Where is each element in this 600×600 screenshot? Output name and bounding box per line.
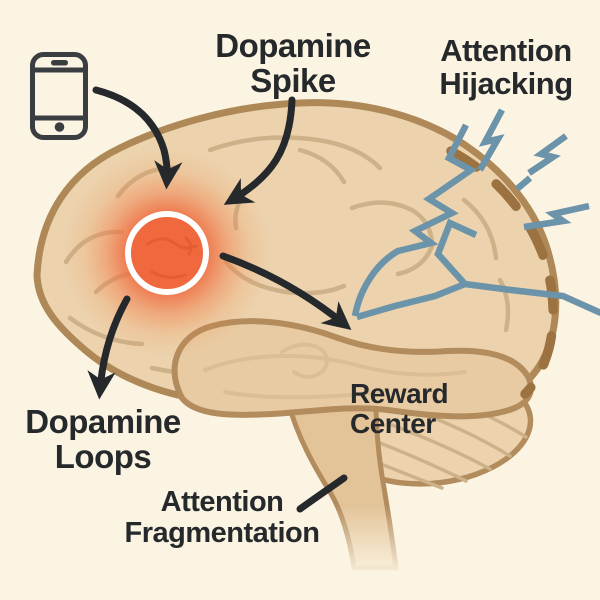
label-line: Attention <box>440 33 572 68</box>
label-attention-fragmentation: Attention Fragmentation <box>124 486 320 550</box>
label-line: Attention <box>160 486 284 518</box>
crack-lower-branch <box>356 280 467 321</box>
arrow-spike-to-hotspot <box>223 96 296 205</box>
cracked-rim-dashes <box>446 146 558 399</box>
arrow-hotspot-to-reward <box>219 252 352 331</box>
smartphone-icon <box>30 52 88 140</box>
bolt-small-1 <box>477 108 505 172</box>
label-reward-center: Reward Center <box>350 378 449 439</box>
dopamine-spike-marker <box>62 148 272 358</box>
label-dopamine-loops: Dopamine Loops <box>25 404 181 475</box>
bolt-small-2 <box>527 133 568 176</box>
arrows <box>87 86 352 513</box>
bolt-small-3 <box>523 202 590 231</box>
hotspot-circle <box>125 211 209 295</box>
hotspot-texture <box>146 236 198 279</box>
lightning-bolt-icon <box>351 108 600 321</box>
fragmentation-leader-line <box>296 474 348 513</box>
label-line: Spike <box>250 62 336 100</box>
label-line: Center <box>350 407 436 439</box>
temporal-lobe-lines <box>203 342 467 400</box>
label-dopamine-spike: Dopamine Spike <box>215 28 371 99</box>
label-line: Dopamine <box>25 403 181 440</box>
label-line: Loops <box>54 438 152 476</box>
label-line: Fragmentation <box>124 517 320 550</box>
label-line: Dopamine <box>215 27 371 64</box>
bolt-tick <box>514 175 533 192</box>
arrow-hotspot-to-loops <box>87 295 131 400</box>
crack-upper <box>351 123 478 317</box>
arrow-phone-to-hotspot <box>92 86 183 190</box>
label-line: Reward <box>350 378 449 409</box>
label-line: Hijacking <box>439 66 573 102</box>
label-attention-hijacking: Attention Hijacking <box>439 33 573 102</box>
